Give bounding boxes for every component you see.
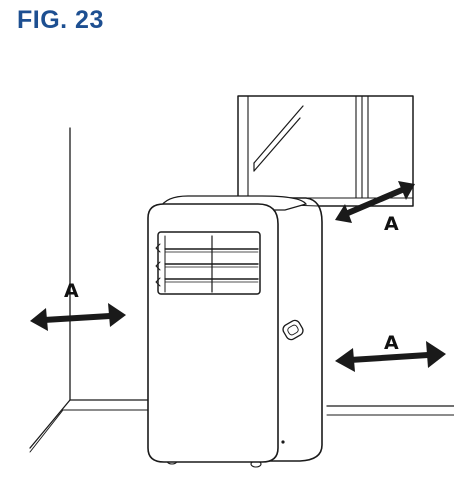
figure-title: FIG. 23 — [17, 6, 104, 34]
room-corner-lines — [29, 127, 454, 453]
window-frame — [237, 95, 414, 207]
label-window-clearance: A — [384, 213, 399, 235]
label-left-clearance: A — [64, 280, 79, 302]
unit-front-panel — [147, 203, 279, 463]
label-right-clearance: A — [384, 332, 399, 354]
window-clearance-arrow — [335, 181, 415, 223]
portable-air-conditioner — [147, 195, 323, 468]
right-clearance-arrow — [335, 341, 446, 372]
air-louver-frame — [157, 231, 261, 295]
drain-port — [281, 440, 285, 444]
side-handle — [282, 319, 304, 341]
left-clearance-arrow — [30, 303, 126, 331]
